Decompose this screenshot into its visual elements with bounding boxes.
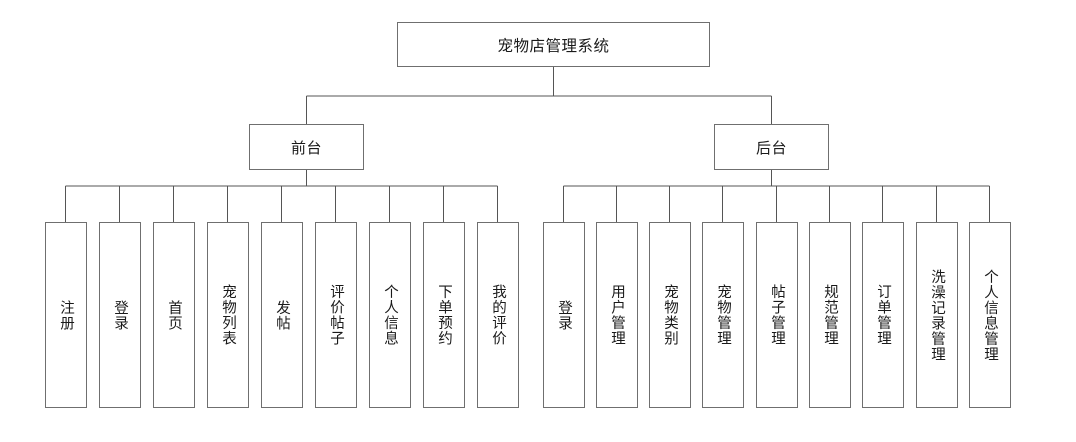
node-leaf-label: 下单预约	[436, 284, 453, 346]
node-leaf-backend-5: 帖子管理	[755, 222, 798, 408]
node-leaf-label: 个人信息管理	[982, 268, 999, 362]
node-leaf-backend-2: 用户管理	[595, 222, 638, 408]
node-leaf-frontend-8: 下单预约	[422, 222, 465, 408]
node-leaf-frontend-7: 个人信息	[368, 222, 411, 408]
node-leaf-label: 洗澡记录管理	[929, 268, 946, 362]
node-leaf-label: 用户管理	[609, 284, 626, 346]
node-leaf-label: 宠物管理	[715, 284, 732, 346]
node-leaf-backend-8: 洗澡记录管理	[915, 222, 958, 408]
node-branch-backend: 后台	[714, 124, 829, 170]
node-leaf-label: 个人信息	[382, 284, 399, 346]
node-root-label: 宠物店管理系统	[497, 36, 610, 55]
node-leaf-backend-1: 登录	[542, 222, 585, 408]
node-leaf-frontend-3: 首页	[152, 222, 195, 408]
node-leaf-frontend-4: 宠物列表	[206, 222, 249, 408]
node-leaf-backend-9: 个人信息管理	[968, 222, 1011, 408]
node-leaf-label: 宠物类别	[662, 284, 679, 346]
node-leaf-backend-7: 订单管理	[861, 222, 904, 408]
node-leaf-label: 评价帖子	[328, 284, 345, 346]
node-leaf-label: 我的评价	[490, 284, 507, 346]
node-root: 宠物店管理系统	[397, 22, 710, 67]
node-leaf-frontend-6: 评价帖子	[314, 222, 357, 408]
node-leaf-frontend-9: 我的评价	[476, 222, 519, 408]
node-leaf-label: 登录	[556, 299, 573, 331]
node-branch-backend-label: 后台	[755, 138, 787, 157]
node-leaf-frontend-2: 登录	[98, 222, 141, 408]
node-leaf-frontend-5: 发帖	[260, 222, 303, 408]
node-branch-frontend: 前台	[249, 124, 364, 170]
node-leaf-label: 订单管理	[875, 284, 892, 346]
node-leaf-frontend-1: 注册	[44, 222, 87, 408]
node-leaf-backend-3: 宠物类别	[648, 222, 691, 408]
node-leaf-label: 注册	[58, 299, 75, 331]
node-leaf-label: 规范管理	[822, 284, 839, 346]
node-leaf-label: 宠物列表	[220, 284, 237, 346]
node-leaf-backend-4: 宠物管理	[701, 222, 744, 408]
node-leaf-backend-6: 规范管理	[808, 222, 851, 408]
node-leaf-label: 首页	[166, 299, 183, 331]
node-leaf-label: 发帖	[274, 299, 291, 331]
node-leaf-label: 登录	[112, 299, 129, 331]
node-branch-frontend-label: 前台	[290, 138, 322, 157]
node-leaf-label: 帖子管理	[769, 284, 786, 346]
